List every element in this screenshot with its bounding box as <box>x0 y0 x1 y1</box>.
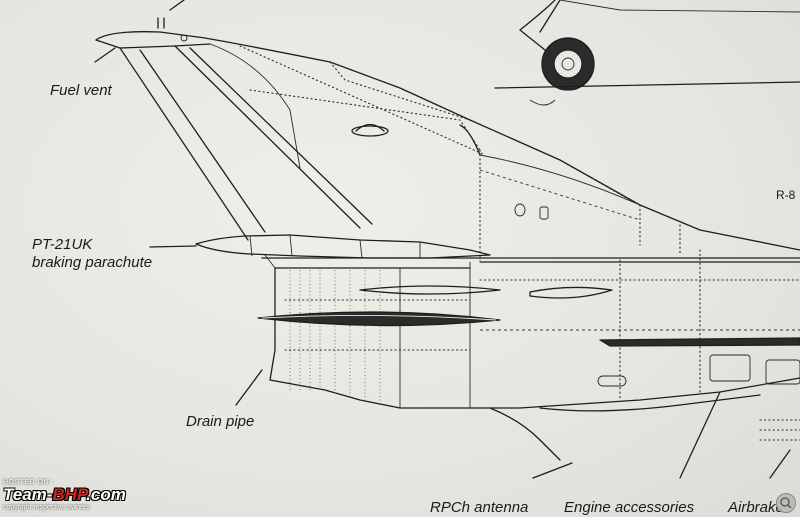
label-parachute-line1: PT-21UK <box>32 236 93 253</box>
label-parachute-line2: braking parachute <box>32 254 153 271</box>
label-fuel-vent: Fuel vent <box>50 82 112 99</box>
watermark-brand: Team-BHP.com <box>3 486 126 504</box>
vertical-fin <box>95 0 800 261</box>
watermark-copyright: copyright respective owners <box>3 504 90 511</box>
leader-lines <box>94 47 791 479</box>
label-airbrake: Airbrake <box>728 499 784 516</box>
watermark: HOSTED ON : Team-BHP.com copyright respe… <box>3 479 126 511</box>
parachute-fairing <box>195 234 491 259</box>
watermark-brand-part3: .com <box>86 485 126 504</box>
watermark-hosted: HOSTED ON : <box>3 479 55 486</box>
watermark-brand-part1: Team- <box>3 485 53 504</box>
label-partial-code: R-8 <box>776 188 796 202</box>
zoom-icon[interactable] <box>776 493 796 513</box>
label-rpch-antenna: RPCh antenna <box>430 499 529 516</box>
rear-fuselage <box>257 249 800 461</box>
watermark-brand-part2: BHP <box>52 485 87 504</box>
zoom-icon-glyph <box>780 497 792 509</box>
label-drain-pipe: Drain pipe <box>186 413 255 430</box>
landing-gear <box>494 0 800 106</box>
label-engine-accessories: Engine accessories <box>564 499 695 516</box>
